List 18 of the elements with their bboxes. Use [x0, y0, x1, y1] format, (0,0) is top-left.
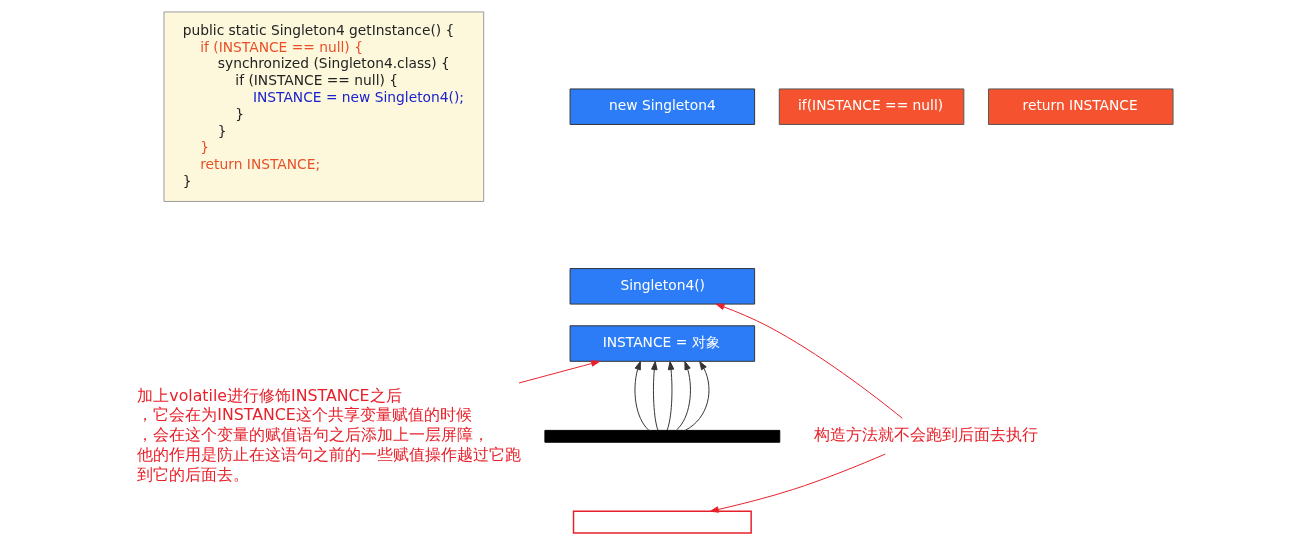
node-bar [544, 429, 781, 443]
node-text: 构造方法就不会跑到后面去执行 [814, 425, 1039, 445]
arrow [666, 361, 675, 431]
arrow [684, 361, 710, 431]
node-box: new Singleton4 [569, 88, 756, 125]
node-box: Singleton4() [569, 268, 756, 305]
arrow [634, 361, 650, 431]
arrow [715, 303, 903, 419]
node-text: 加上volatile进行修饰INSTANCE之后，它会在为INSTANCE这个共享变量赋值的时候，会在这个变量的赋值语句之后添加上一层屏障， 他的作用是防止在这语句之前的一些赋值操作越过它跑到它的后面去。 [137, 385, 522, 484]
node-box: public static Singleton4 getInstance() { if (INSTANCE == null) { synchronized (Singleton4.class) { if (INSTANCE == null) { INSTANCE = new Singleton4(); } } } return INSTANCE; } [163, 11, 485, 202]
node-box [572, 510, 752, 534]
node-box: if(INSTANCE == null) [778, 88, 965, 125]
arrow [518, 360, 600, 384]
arrow [675, 361, 691, 431]
node-box: return INSTANCE [988, 88, 1174, 125]
arrow [651, 361, 659, 431]
node-box: INSTANCE = 对象 [569, 325, 756, 362]
arrow [709, 453, 886, 513]
